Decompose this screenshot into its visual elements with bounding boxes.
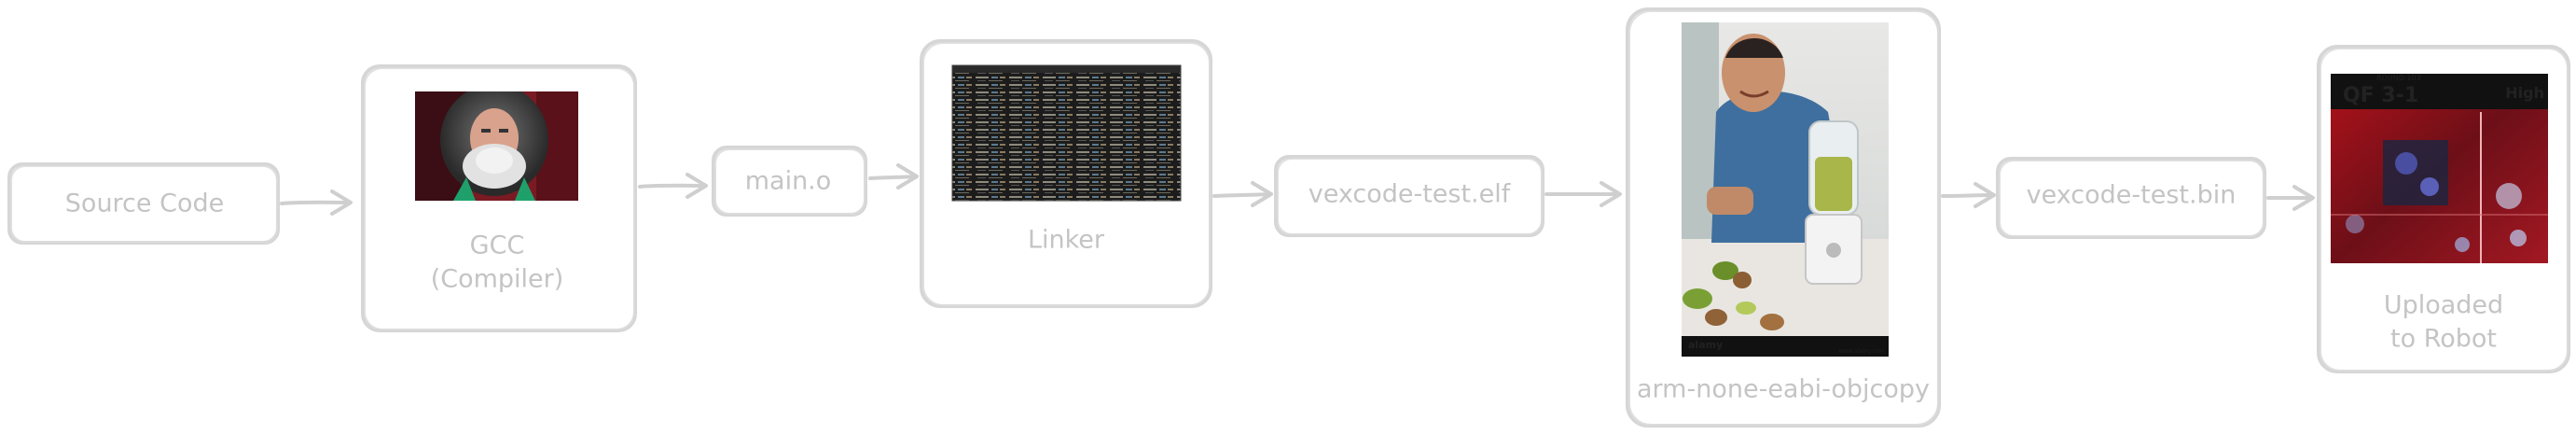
arrow-gcc-to-main-o [638,173,708,199]
match-badge: High [2505,84,2544,102]
gcc-photo [415,91,578,201]
node-source-code-label: Source Code [65,189,224,218]
node-bin: vexcode-test.bin [1996,157,2266,239]
node-robot: ROUND 103 QF 3-1 High Uploaded to Robot [2317,45,2570,373]
arrow-source-to-gcc [280,189,353,216]
arrow-linker-to-elf [1212,181,1273,207]
node-bin-label: vexcode-test.bin [2027,181,2237,210]
robot-match-photo: ROUND 103 QF 3-1 High [2331,74,2548,263]
arrow-bin-to-robot [2266,185,2315,211]
arrow-elf-to-objcopy [1544,181,1622,207]
match-label: QF 3-1 [2343,84,2418,107]
match-header: ROUND 103 [2376,74,2421,82]
node-main-o: main.o [712,146,867,217]
node-gcc: GCC (Compiler) [361,64,637,332]
node-elf-label: vexcode-test.elf [1309,180,1512,209]
arrow-objcopy-to-bin [1941,182,1996,208]
node-source-code: Source Code [7,162,280,245]
alamy-watermark-id: www.alamy.com [1839,348,1885,355]
node-linker: Linker [920,39,1212,308]
node-linker-label: Linker [1028,226,1105,255]
node-gcc-label-line2: (Compiler) [431,265,564,294]
objcopy-photo: alamy www.alamy.com [1682,22,1889,357]
linker-terminal-screenshot [951,64,1182,202]
node-robot-label-line1: Uploaded [2384,291,2503,320]
node-objcopy-label: arm-none-eabi-objcopy [1637,375,1930,404]
node-robot-label-line2: to Robot [2390,325,2497,354]
arrow-main-o-to-linker [868,163,919,189]
node-main-o-label: main.o [745,167,832,196]
node-gcc-label-line1: GCC [470,232,525,260]
alamy-watermark: alamy [1688,339,1723,351]
node-objcopy: alamy www.alamy.com arm-none-eabi-objcop… [1626,7,1941,428]
node-elf: vexcode-test.elf [1274,155,1544,237]
